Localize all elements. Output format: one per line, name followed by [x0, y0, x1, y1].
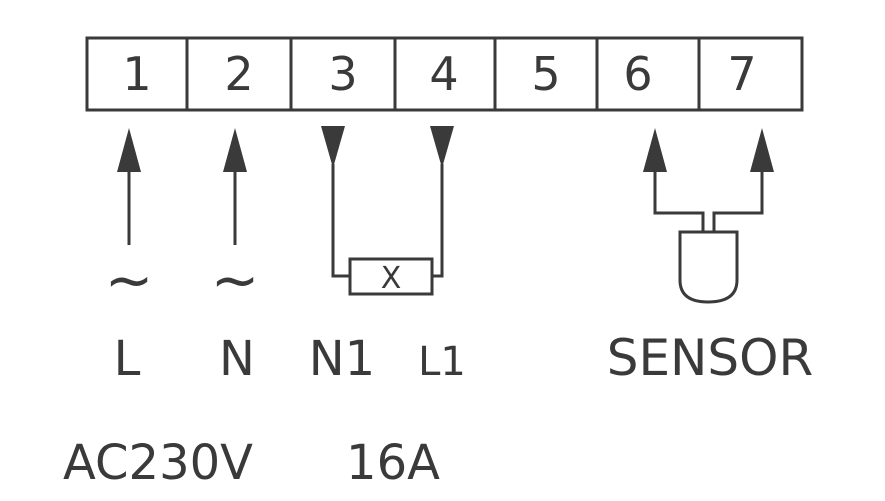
terminal-number-2: 2 — [224, 47, 253, 101]
label-l: L — [114, 331, 141, 387]
label-l1: L1 — [418, 339, 466, 385]
arrow-up-terminal-2 — [223, 128, 247, 172]
terminal-number-5: 5 — [531, 47, 560, 101]
load-symbol: X — [381, 261, 402, 296]
label-n1: N1 — [309, 331, 375, 387]
arrow-up-terminal-6 — [643, 128, 667, 172]
terminal-7 — [697, 36, 804, 112]
ac-symbol-l: ~ — [105, 246, 154, 314]
arrow-up-terminal-1 — [117, 128, 141, 172]
wire-load-l1 — [432, 164, 444, 278]
sensor-label: SENSOR — [607, 329, 814, 387]
supply-n-connection: ~ — [211, 128, 260, 314]
terminal-1 — [85, 36, 189, 112]
terminal-number-1: 1 — [122, 47, 151, 101]
sensor-probe-icon — [678, 230, 739, 304]
terminal-2 — [185, 36, 293, 112]
current-rating: 16A — [346, 435, 440, 491]
arrow-down-terminal-4 — [430, 126, 454, 168]
load-connection: X — [321, 126, 454, 296]
voltage-rating: AC230V — [63, 435, 253, 491]
label-n: N — [219, 331, 255, 387]
terminal-5 — [493, 36, 599, 112]
terminal-number-7: 7 — [727, 47, 756, 101]
terminal-3 — [289, 36, 397, 112]
terminal-number-3: 3 — [328, 47, 357, 101]
load-box — [348, 257, 434, 296]
arrow-down-terminal-3 — [321, 126, 345, 168]
terminal-block: 1 2 3 4 5 6 7 — [85, 36, 804, 112]
arrow-up-terminal-7 — [750, 128, 774, 172]
terminal-number-4: 4 — [429, 47, 458, 101]
supply-l-connection: ~ — [105, 128, 154, 314]
wire-sensor-a — [653, 170, 705, 232]
sensor-connection — [643, 128, 774, 304]
ac-symbol-n: ~ — [211, 246, 260, 314]
terminal-number-6: 6 — [623, 47, 652, 101]
terminal-6 — [595, 36, 701, 112]
wire-sensor-b — [712, 170, 764, 232]
wire-load-n1 — [331, 164, 350, 278]
